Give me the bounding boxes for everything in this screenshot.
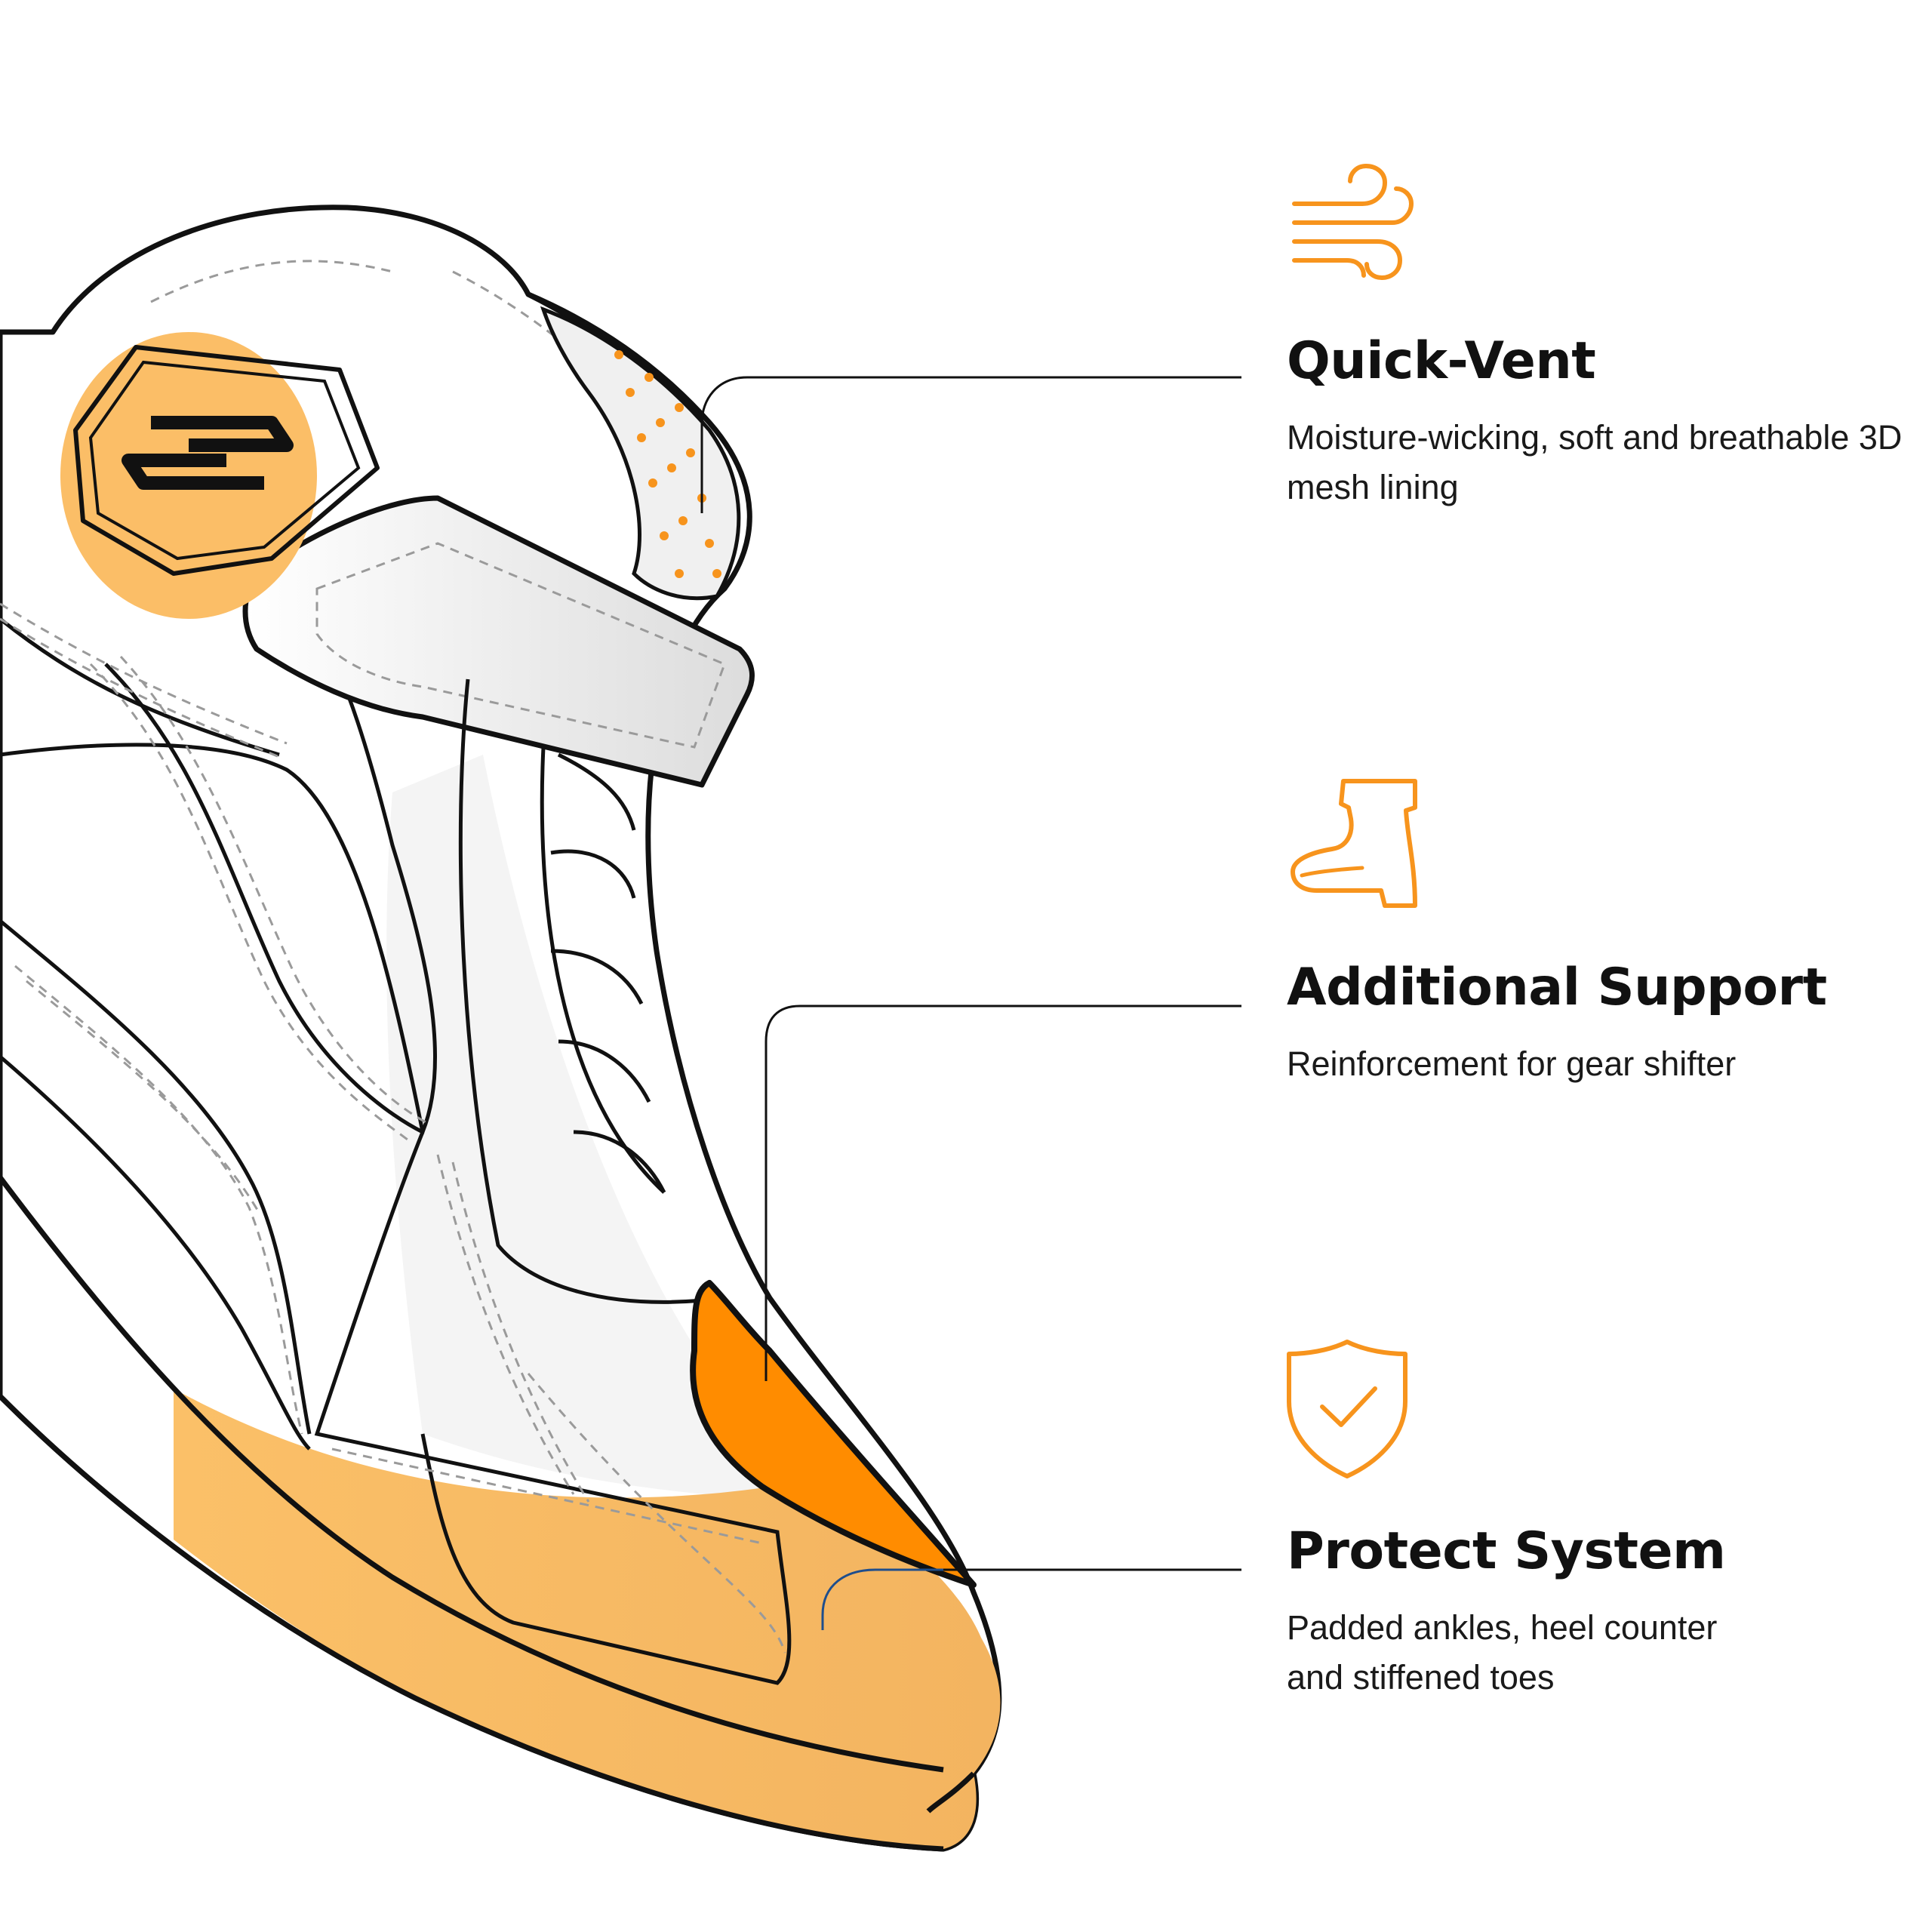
side-panel-curve-2 — [0, 1055, 311, 1451]
leader-protect-system — [821, 1568, 1241, 1630]
feature-title: Additional Support — [1287, 958, 1827, 1017]
quarter-panel-2 — [0, 617, 280, 757]
mesh-dots — [614, 350, 721, 578]
strap-stitch — [315, 542, 726, 749]
velcro-strap — [242, 495, 755, 788]
logo-badge — [73, 345, 380, 576]
stitching — [0, 260, 786, 1654]
quarter-panel — [0, 743, 425, 1133]
feature-description: Reinforcement for gear shifter — [1287, 1044, 1737, 1083]
upper-shade — [386, 755, 815, 1502]
side-panel-curve — [0, 919, 312, 1435]
brand-logo — [122, 416, 294, 490]
logo-badge-inner — [88, 360, 361, 561]
feature-title: Quick-Vent — [1287, 331, 1596, 391]
boot-icon — [1287, 777, 1423, 913]
feature-description: Padded ankles, heel counter and stiffene… — [1287, 1607, 1718, 1697]
feature-title: Protect System — [1287, 1521, 1726, 1581]
feature-description: Moisture-wicking, soft and breathable 3D… — [1287, 417, 1903, 506]
wind-icon — [1287, 158, 1415, 287]
leader-quick-vent — [700, 376, 1241, 513]
heel-panel — [314, 1131, 792, 1685]
sole-edge — [926, 1771, 976, 1814]
sole-line — [0, 1175, 944, 1773]
feature-additional-support: Additional Support Reinforcement for gea… — [1287, 958, 1906, 1089]
sole-line-2 — [0, 1394, 944, 1852]
feature-protect-system: Protect System Padded ankles, heel count… — [1287, 1521, 1906, 1703]
feature-quick-vent: Quick-Vent Moisture-wicking, soft and br… — [1287, 331, 1906, 512]
shifter-pad — [690, 1280, 977, 1588]
mesh-panel — [540, 306, 741, 601]
leader-additional-support — [764, 1004, 1241, 1381]
lace-cage — [458, 678, 725, 1304]
shield-check-icon — [1283, 1337, 1411, 1481]
